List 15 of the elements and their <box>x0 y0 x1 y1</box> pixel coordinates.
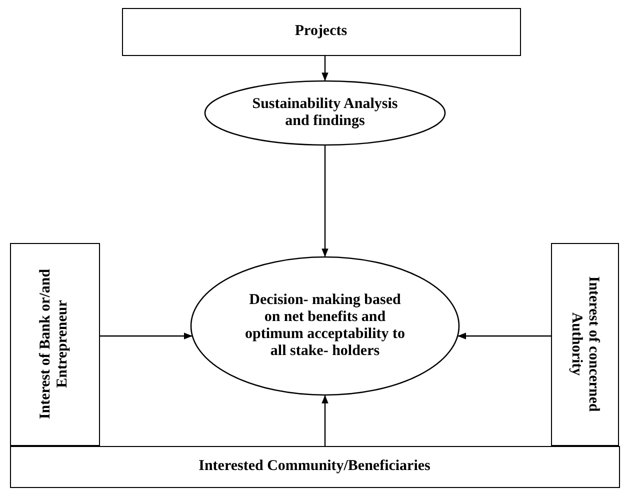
node-label: Sustainability Analysis and findings <box>251 96 399 130</box>
node-label: Interest of concerned Authority <box>568 275 602 414</box>
arrow <box>322 395 328 446</box>
arrow <box>322 145 328 257</box>
arrow <box>458 332 551 340</box>
node-label: Decision- making based on net benefits and optimum acceptability to all stake- holders <box>244 292 406 360</box>
process-box <box>122 8 521 56</box>
arrow <box>100 332 192 340</box>
arrow <box>322 56 328 81</box>
process-box <box>10 243 100 446</box>
node-label: Interest of Bank or/and Entrepreneur <box>38 268 72 422</box>
process-box <box>551 243 619 446</box>
node-label: Projects <box>294 23 348 40</box>
node-label: Interested Community/Beneficiaries <box>198 458 432 475</box>
process-band <box>10 446 620 488</box>
